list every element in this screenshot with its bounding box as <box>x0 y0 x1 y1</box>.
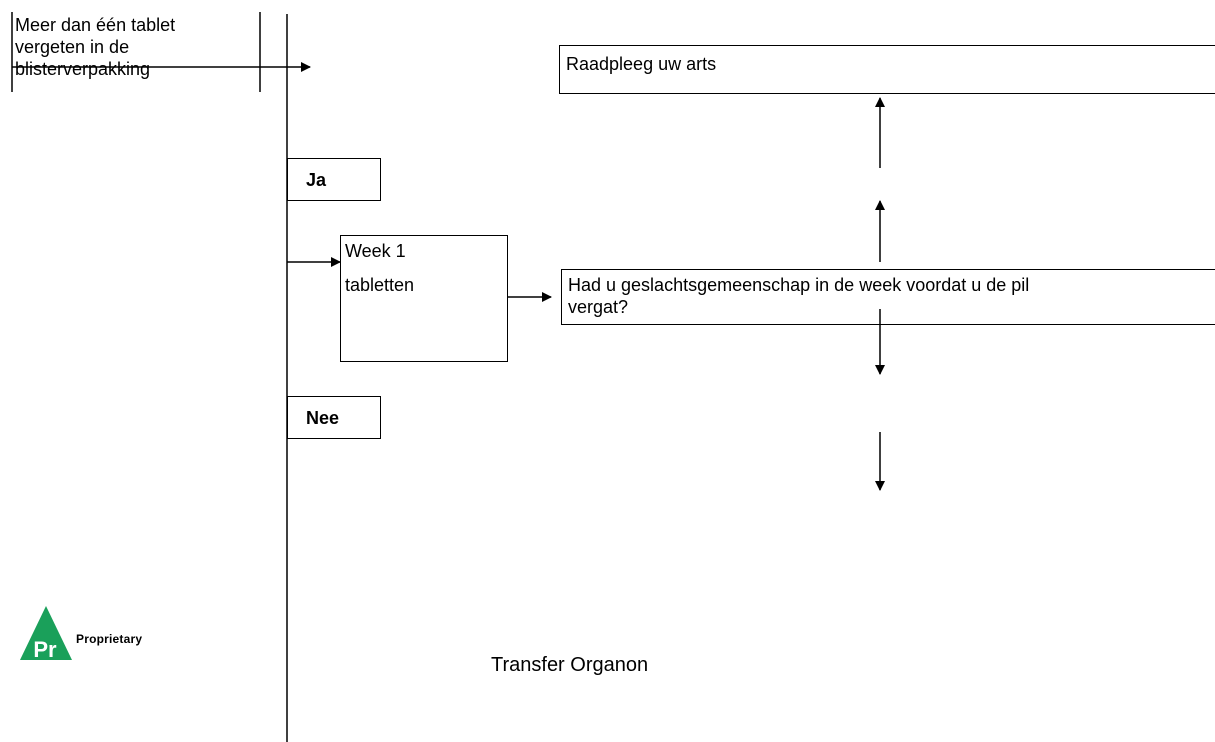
start-box-line-2: vergeten in de <box>15 37 130 57</box>
no-label: Nee <box>306 408 340 428</box>
yes-label: Ja <box>306 170 327 190</box>
week-box: Week 1 tabletten <box>340 235 508 362</box>
consult-box: Raadpleeg uw arts <box>559 45 1215 94</box>
start-box: Meer dan één tablet vergeten in de blist… <box>15 14 259 80</box>
consult-box-label: Raadpleeg uw arts <box>566 54 717 74</box>
week-box-line-1: Week 1 <box>345 241 406 261</box>
yes-box: Ja <box>287 158 381 201</box>
start-box-line-3: blisterverpakking <box>15 59 151 79</box>
proprietary-logo: Pr Proprietary <box>20 604 190 664</box>
logo-triangle-icon: Pr <box>20 606 72 662</box>
question-line-1: Had u geslachtsgemeenschap in de week vo… <box>568 275 1030 295</box>
logo-mark: Pr <box>33 637 57 662</box>
question-line-2: vergat? <box>568 297 629 317</box>
footer-text: Transfer Organon <box>491 654 649 676</box>
start-box-line-1: Meer dan één tablet <box>15 15 176 35</box>
no-box: Nee <box>287 396 381 439</box>
week-box-line-2: tabletten <box>345 275 415 295</box>
logo-word: Proprietary <box>76 632 143 646</box>
question-box: Had u geslachtsgemeenschap in de week vo… <box>561 269 1215 325</box>
